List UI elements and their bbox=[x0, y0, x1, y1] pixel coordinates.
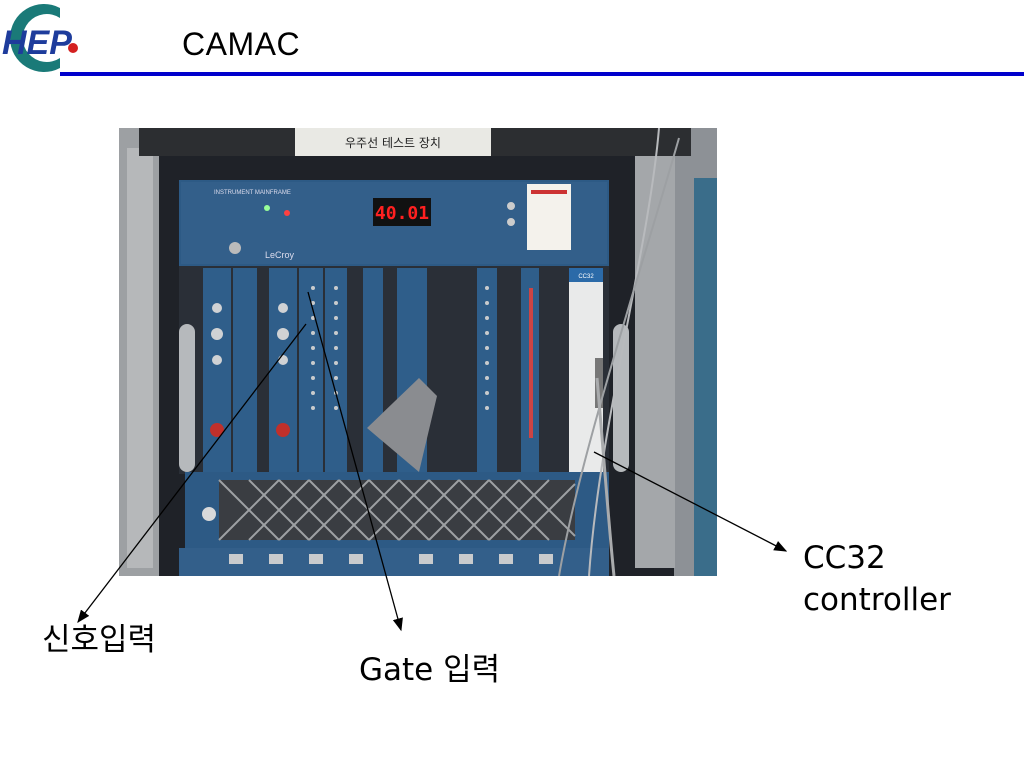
camac-crate-photo: 우주선 테스트 장치 INSTRUMENT MAINFRAME LeCroy 4… bbox=[119, 128, 717, 576]
title-divider bbox=[60, 72, 1024, 76]
slide-title: CAMAC bbox=[182, 26, 301, 62]
controller-label: CC32 controller bbox=[803, 538, 951, 622]
panel-label: INSTRUMENT MAINFRAME bbox=[214, 190, 291, 196]
controller-label-line2: controller bbox=[803, 581, 951, 618]
controller-tag: CC32 bbox=[578, 274, 594, 280]
brand-label: LeCroy bbox=[265, 250, 295, 260]
hep-logo-icon: HEP bbox=[2, 3, 78, 72]
controller-label-line1: CC32 bbox=[803, 540, 886, 576]
logo-text: HEP bbox=[2, 24, 72, 62]
led-display-reading: 40.01 bbox=[375, 203, 429, 224]
signal-input-label: 신호입력 bbox=[42, 622, 157, 658]
rack-sign-text: 우주선 테스트 장치 bbox=[345, 136, 441, 150]
gate-input-label: Gate 입력 bbox=[359, 652, 501, 688]
